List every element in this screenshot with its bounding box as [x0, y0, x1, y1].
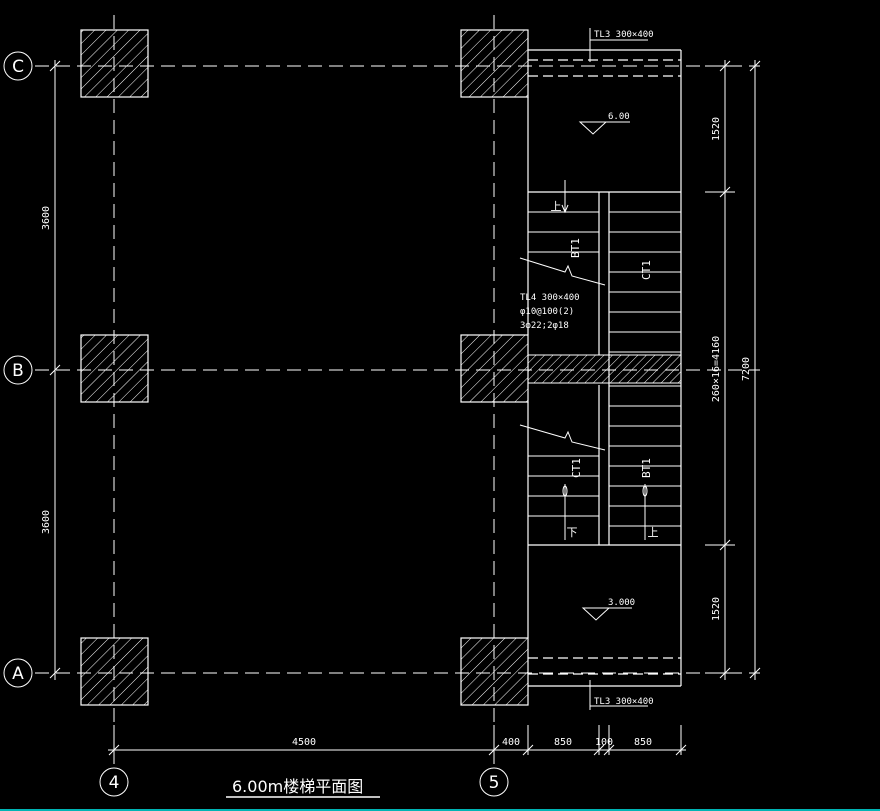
columns — [80, 29, 529, 706]
axis-labels: C B A 4 5 — [12, 57, 499, 793]
axis-bubble-a — [3, 658, 33, 688]
column-a4 — [80, 637, 149, 706]
grid-lines — [35, 15, 760, 765]
axis-label-b: B — [12, 361, 24, 381]
column-c4 — [80, 29, 149, 98]
column-b5 — [460, 334, 529, 403]
dimension-texts: 3600 3600 4500 400 850 100 850 1520 260×… — [41, 117, 752, 748]
level-label-upper: 6.00 — [608, 112, 630, 122]
dim-bottom-850a: 850 — [554, 737, 572, 748]
level-triangle-upper — [578, 121, 608, 135]
column-a5 — [460, 637, 529, 706]
dim-bottom-4500: 4500 — [292, 737, 316, 748]
stair-labels: 上 下 上 BT1 CT1 CT1 BT1 — [551, 200, 659, 539]
label-up-1: 上 — [551, 200, 562, 213]
column-b4 — [80, 334, 149, 403]
label-ct-2: CT1 — [570, 458, 583, 478]
dim-bottom-400: 400 — [502, 737, 520, 748]
beam-label-mid-3: 3φ22;2φ18 — [520, 321, 569, 331]
beam-label-bottom: TL3 300×400 — [594, 697, 654, 707]
beam-tl4 — [527, 354, 682, 384]
leaders — [589, 28, 648, 710]
drawing-title: 6.00m楼梯平面图 — [232, 777, 363, 796]
label-ct-1: CT1 — [640, 260, 653, 280]
annotation-texts: TL3 300×400 TL3 300×400 TL4 300×400 φ10@… — [520, 30, 654, 707]
column-c5 — [460, 29, 529, 98]
level-triangle-lower — [581, 607, 611, 621]
dimension-lines — [49, 60, 761, 756]
label-up-2: 上 — [648, 526, 659, 539]
dim-left-upper: 3600 — [41, 206, 52, 230]
axis-bubbles — [3, 51, 509, 797]
axis-label-c: C — [12, 57, 24, 77]
dim-right-1520-bottom: 1520 — [711, 597, 722, 621]
beam-label-top: TL3 300×400 — [594, 30, 654, 40]
axis-label-4: 4 — [109, 773, 120, 793]
axis-bubble-c — [3, 51, 33, 81]
dim-bottom-850b: 850 — [634, 737, 652, 748]
level-markers — [578, 121, 632, 621]
label-bt-1: BT1 — [569, 238, 582, 258]
dim-right-7200: 7200 — [741, 357, 752, 381]
label-bt-2: BT1 — [640, 458, 653, 478]
level-label-lower: 3.000 — [608, 598, 635, 608]
axis-bubble-b — [3, 355, 33, 385]
dim-left-lower: 3600 — [41, 510, 52, 534]
label-down-1: 下 — [567, 526, 578, 539]
beam-label-mid-2: φ10@100(2) — [520, 307, 574, 317]
axis-bubble-5 — [479, 767, 509, 797]
dim-bottom-100: 100 — [595, 737, 613, 748]
dim-right-4160: 260×16=4160 — [711, 336, 722, 402]
axis-label-5: 5 — [489, 773, 500, 793]
axis-bubble-4 — [99, 767, 129, 797]
stair-arrows — [561, 180, 648, 540]
dim-right-1520-top: 1520 — [711, 117, 722, 141]
axis-label-a: A — [12, 664, 24, 684]
beam-label-mid-1: TL4 300×400 — [520, 293, 580, 303]
